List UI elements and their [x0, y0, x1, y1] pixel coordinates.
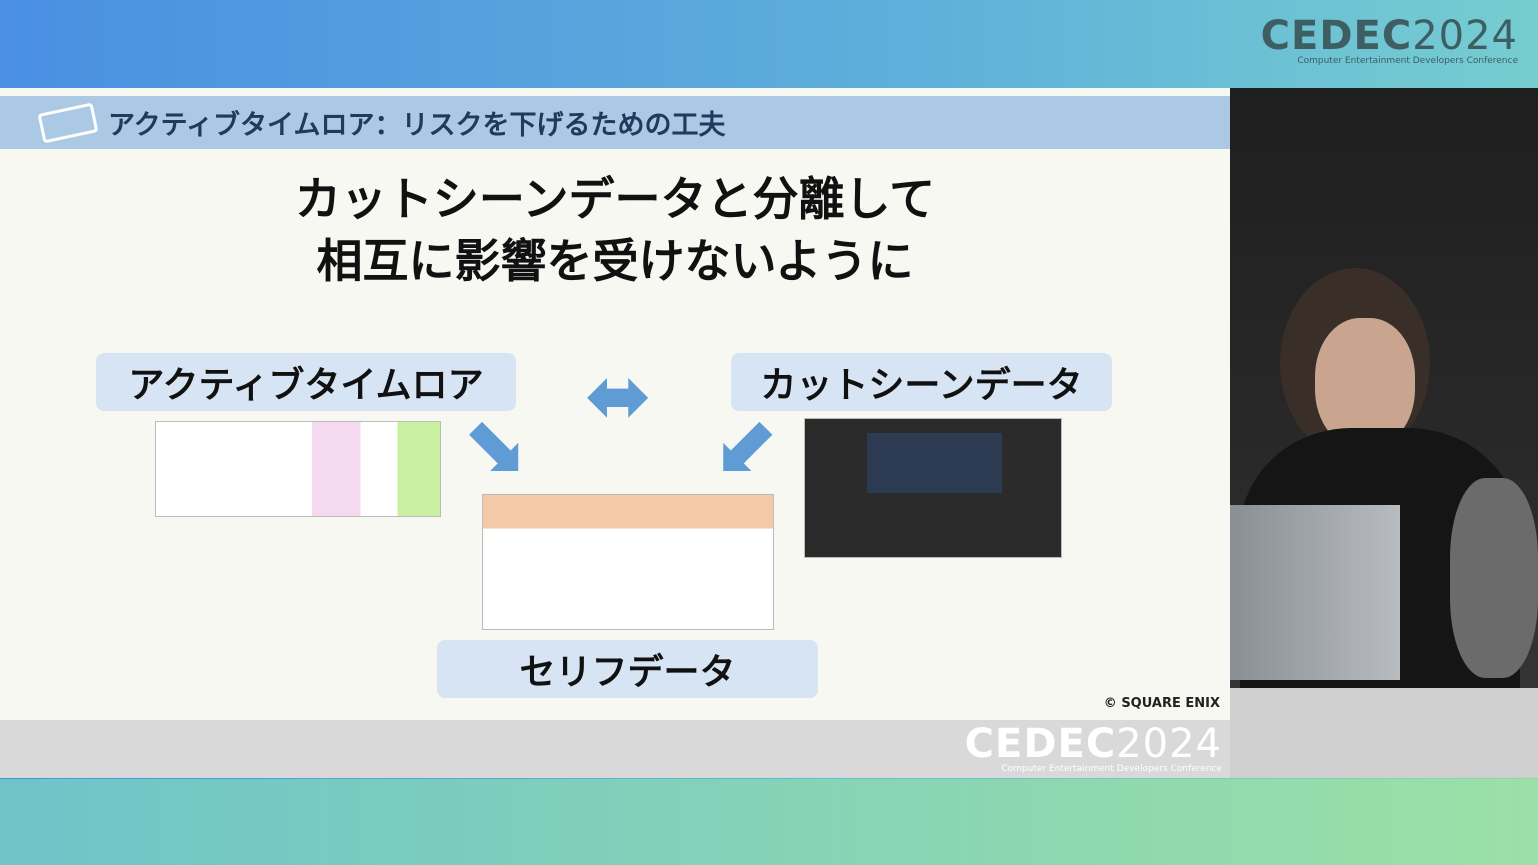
bottom-banner [0, 779, 1538, 865]
label-cutscene-data: カットシーンデータ [731, 353, 1112, 411]
logo-name: CEDEC [1260, 13, 1413, 59]
copyright: © SQUARE ENIX [1103, 696, 1220, 711]
logo-year: 2024 [1412, 13, 1518, 59]
logo-year: 2024 [1116, 721, 1222, 767]
cedec-logo-footer: CEDEC2024 Computer Entertainment Develop… [965, 724, 1222, 775]
top-banner [0, 0, 1538, 88]
label-dialogue-data: セリフデータ [437, 640, 818, 698]
double-arrow-diagonal-right-icon: ⬋ [712, 399, 780, 492]
double-arrow-diagonal-left-icon: ⬊ [462, 399, 530, 492]
logo-name: CEDEC [964, 721, 1117, 767]
double-arrow-horizontal-icon: ⬌ [585, 349, 653, 442]
laptop [1230, 505, 1400, 680]
dialogue-editor-thumbnail [482, 494, 774, 630]
logo-subtitle: Computer Entertainment Developers Confer… [1297, 56, 1518, 66]
podium [1230, 688, 1538, 778]
slide: アクティブタイムロア：リスクを下げるための工夫 カットシーンデータと分離して 相… [0, 88, 1230, 778]
speaker-video [1230, 88, 1538, 778]
logo-subtitle: Computer Entertainment Developers Confer… [1001, 764, 1222, 774]
ticket-icon [37, 102, 99, 143]
cedec-logo-top: CEDEC2024 Computer Entertainment Develop… [1261, 16, 1518, 67]
headline-line-1: カットシーンデータと分離して [294, 172, 936, 226]
slide-title: アクティブタイムロア：リスクを下げるための工夫 [108, 110, 726, 141]
cutscene-editor-thumbnail [804, 418, 1062, 558]
speaker-face [1315, 318, 1415, 448]
slide-footer: CEDEC2024 Computer Entertainment Develop… [0, 720, 1230, 778]
spreadsheet-thumbnail [155, 421, 441, 517]
plush-toy [1450, 478, 1538, 678]
headline-line-2: 相互に影響を受けないように [316, 234, 914, 288]
slide-header: アクティブタイムロア：リスクを下げるための工夫 [0, 96, 1230, 149]
label-active-time-lore: アクティブタイムロア [96, 353, 516, 411]
